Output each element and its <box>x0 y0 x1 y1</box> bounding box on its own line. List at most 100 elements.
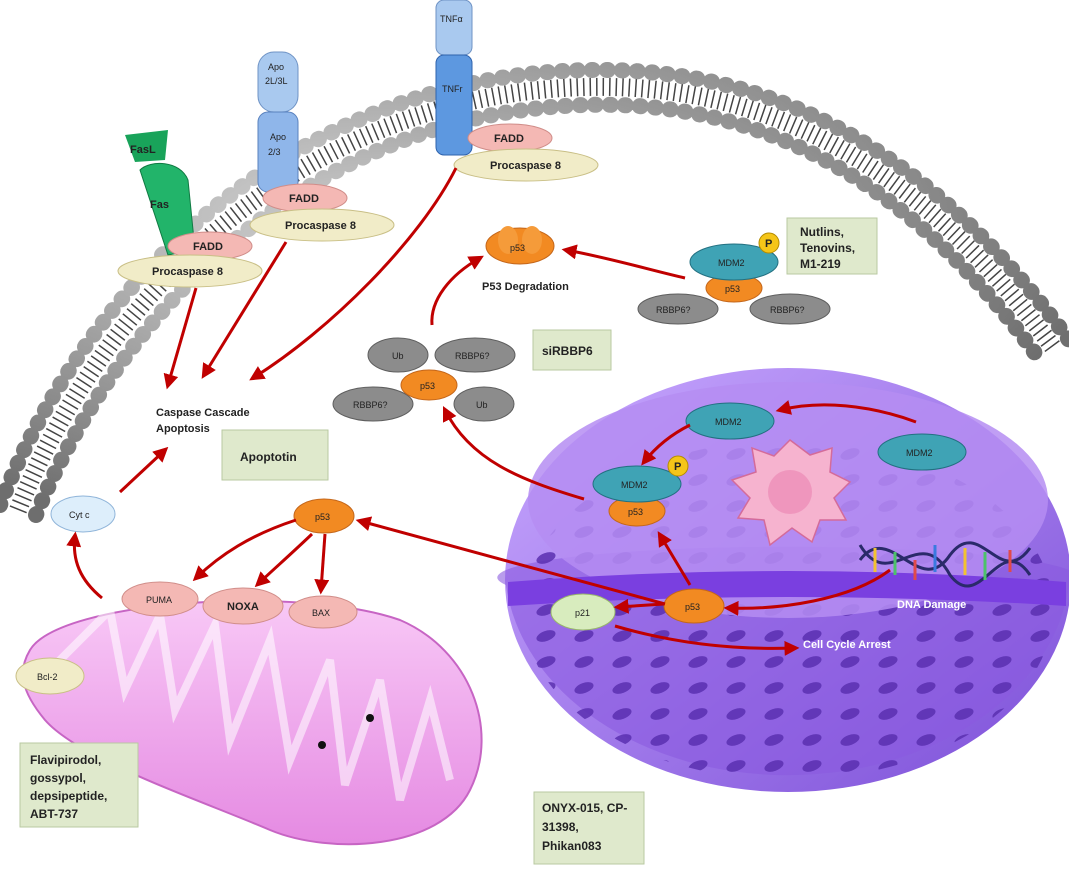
arrow-fas-to-cascade <box>163 287 198 390</box>
mdm2-rbbp6-complex: RBBP6? RBBP6? p53 MDM2 P <box>637 232 831 325</box>
p53-degraded: p53 <box>485 226 555 265</box>
arrow-mdm2p-to-ub-complex <box>442 405 585 501</box>
svg-text:TNFr: TNFr <box>442 84 463 94</box>
p53-nucleus: p53 <box>663 588 725 624</box>
fas-complex: FADD Procaspase 8 <box>117 231 263 288</box>
svg-text:gossypol,: gossypol, <box>30 771 86 785</box>
drug-flavipirodol: Flavipirodol, gossypol, depsipeptide, AB… <box>19 742 139 828</box>
svg-text:Tenovins,: Tenovins, <box>800 241 855 255</box>
arrow-p53-to-bax <box>314 533 330 595</box>
arrow-p53-to-puma <box>192 518 297 582</box>
drug-nutlins: Nutlins, Tenovins, M1-219 <box>786 217 878 275</box>
arrow-tnfr-to-cascade <box>249 167 458 381</box>
svg-text:Apo: Apo <box>268 62 284 72</box>
svg-text:p53: p53 <box>628 507 643 517</box>
fas-label: Fas <box>150 199 169 211</box>
p53-cytoplasm: p53 <box>293 498 355 534</box>
p53-degradation-label: P53 Degradation <box>482 281 569 293</box>
svg-text:p53: p53 <box>315 512 330 522</box>
svg-text:MDM2: MDM2 <box>718 258 745 268</box>
arrow-p53nuc-to-mdm2p53 <box>657 531 692 586</box>
fasl-ligand <box>125 130 168 162</box>
arrow-dna-to-p53 <box>723 568 891 616</box>
svg-text:FADD: FADD <box>494 133 524 145</box>
svg-text:p53: p53 <box>420 381 435 391</box>
arrow-ub-to-degradation <box>430 255 484 326</box>
fas-receptor: FasL Fas <box>125 130 196 256</box>
svg-text:MDM2: MDM2 <box>715 417 742 427</box>
svg-text:Procaspase 8: Procaspase 8 <box>285 220 356 232</box>
arrow-puma-to-cytc <box>66 531 103 600</box>
nuclear-band <box>508 571 1066 606</box>
tnf-receptor: TNFα TNFr <box>435 0 473 156</box>
svg-text:ABT-737: ABT-737 <box>30 807 78 821</box>
arrow-p53-to-p21 <box>613 598 665 614</box>
svg-text:Procaspase 8: Procaspase 8 <box>152 266 223 278</box>
arrow-p21-to-arrest <box>614 624 800 656</box>
arrow-apo-to-cascade <box>201 241 288 379</box>
bax: BAX <box>288 595 358 629</box>
svg-text:FADD: FADD <box>289 193 319 205</box>
svg-text:PUMA: PUMA <box>146 595 172 605</box>
svg-text:2L/3L: 2L/3L <box>265 76 288 86</box>
noxa: NOXA <box>202 587 284 625</box>
svg-text:RBBP6?: RBBP6? <box>353 400 388 410</box>
svg-text:RBBP6?: RBBP6? <box>455 351 490 361</box>
svg-text:Phikan083: Phikan083 <box>542 839 602 853</box>
tnfr-complex: FADD Procaspase 8 <box>453 123 599 182</box>
nucleus <box>497 368 1069 792</box>
svg-text:p53: p53 <box>685 602 700 612</box>
svg-text:BAX: BAX <box>312 608 330 618</box>
svg-text:RBBP6?: RBBP6? <box>770 305 805 315</box>
svg-text:Apoptotin: Apoptotin <box>240 450 297 464</box>
bcl2: Bcl-2 <box>15 657 85 695</box>
dna-helix-icon <box>858 541 1032 588</box>
svg-text:Cyt c: Cyt c <box>69 510 90 520</box>
arrow-p53-to-noxa <box>254 532 314 588</box>
svg-text:MDM2: MDM2 <box>906 448 933 458</box>
mdm2-p53-nucleus: p53 MDM2 P <box>592 455 689 527</box>
svg-text:FADD: FADD <box>193 241 223 253</box>
arrow-mdm2-to-mdm2 <box>775 400 917 424</box>
svg-text:Bcl-2: Bcl-2 <box>37 672 58 682</box>
svg-text:M1-219: M1-219 <box>800 257 841 271</box>
svg-text:Apo: Apo <box>270 132 286 142</box>
svg-text:P: P <box>674 461 681 473</box>
svg-text:Ub: Ub <box>392 351 404 361</box>
svg-text:Procaspase 8: Procaspase 8 <box>490 160 561 172</box>
apo-receptor: Apo 2L/3L Apo 2/3 <box>257 51 299 193</box>
svg-text:Nutlins,: Nutlins, <box>800 225 844 239</box>
drug-sirbbp6: siRBBP6 <box>532 329 612 371</box>
p21: p21 <box>550 593 616 631</box>
svg-text:MDM2: MDM2 <box>621 480 648 490</box>
dna-damage-label: DNA Damage <box>897 599 966 611</box>
drug-apoptotin: Apoptotin <box>221 429 329 481</box>
svg-text:2/3: 2/3 <box>268 147 281 157</box>
svg-text:31398,: 31398, <box>542 820 579 834</box>
apoptosis-label: Apoptosis <box>156 423 210 435</box>
cell-membrane <box>0 61 1069 523</box>
svg-text:NOXA: NOXA <box>227 601 259 613</box>
nucleolus <box>730 439 852 547</box>
svg-text:Flavipirodol,: Flavipirodol, <box>30 753 101 767</box>
mdm2-nucleus-1: MDM2 <box>685 402 775 440</box>
svg-text:p53: p53 <box>510 243 525 253</box>
pathway-arrows <box>66 167 917 656</box>
tnfr-body <box>435 54 473 156</box>
arrow-cytc-to-cascade <box>118 446 169 494</box>
svg-text:Ub: Ub <box>476 400 488 410</box>
arrow-mdm2-to-mdm2p <box>641 423 691 466</box>
svg-text:p21: p21 <box>575 608 590 618</box>
svg-text:p53: p53 <box>725 284 740 294</box>
fasl-label: FasL <box>130 144 156 156</box>
caspase-cascade-label: Caspase Cascade <box>156 407 250 419</box>
svg-text:siRBBP6: siRBBP6 <box>542 344 593 358</box>
svg-text:P: P <box>765 238 772 250</box>
drug-onyx: ONYX-015, CP- 31398, Phikan083 <box>533 791 645 865</box>
cytochrome-c: Cyt c <box>50 495 116 533</box>
svg-text:depsipeptide,: depsipeptide, <box>30 789 107 803</box>
arrow-p53nuc-to-p53cyto <box>355 516 666 606</box>
mito-particle <box>366 714 374 722</box>
mdm2-nucleus-2: MDM2 <box>877 433 967 471</box>
tnfa-ligand <box>435 0 473 56</box>
